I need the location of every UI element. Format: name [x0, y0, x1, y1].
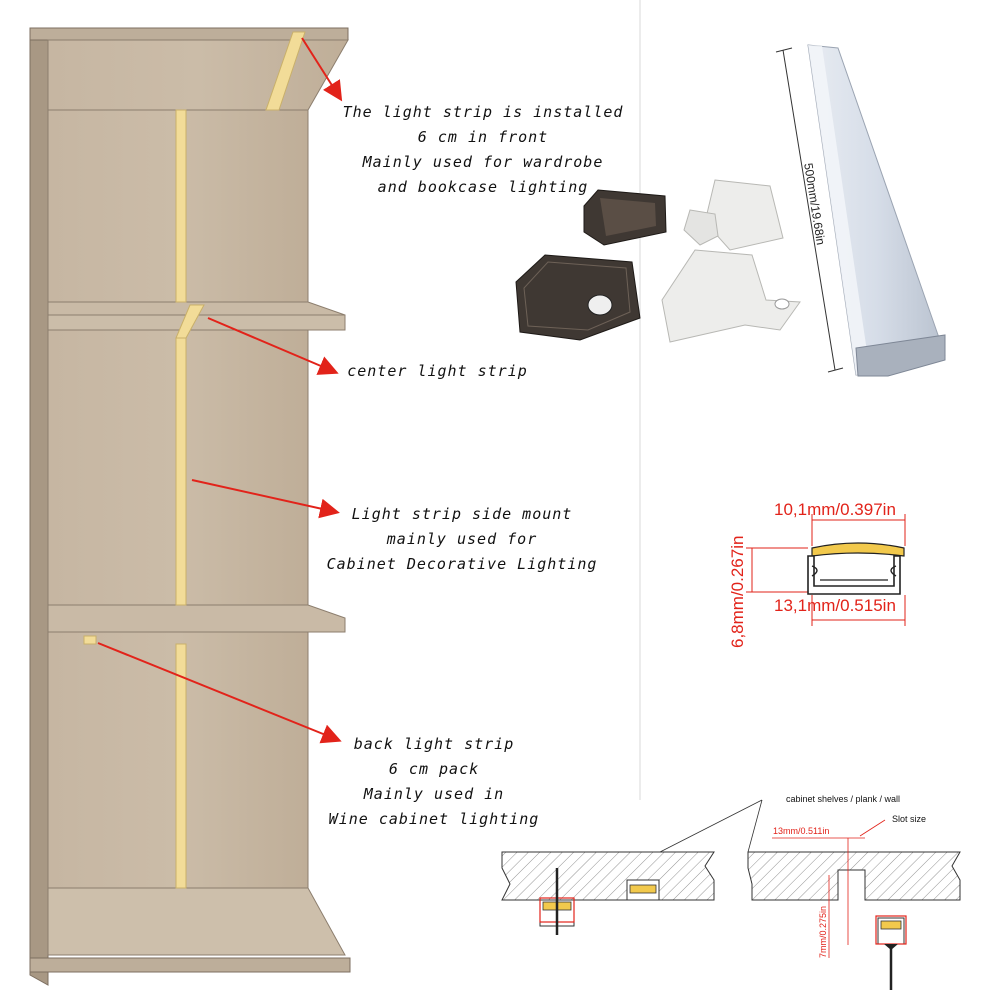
slot-width-label: 13mm/0.511in [773, 826, 830, 836]
cabinet-drawing [29, 27, 351, 986]
aluminum-profile [775, 44, 946, 377]
callout-front: The light strip is installed 6 cm in fro… [338, 100, 628, 200]
callout-side-line-3: Cabinet Decorative Lighting [326, 555, 598, 573]
slot-size-label: Slot size [892, 814, 927, 824]
callout-side: Light strip side mount mainly used for C… [322, 502, 602, 577]
vertical-light-strip-upper [175, 109, 187, 303]
arrow-center [207, 317, 339, 375]
callout-side-line-2: mainly used for [386, 530, 538, 548]
front-light-strip [265, 31, 306, 111]
callout-back-line-2: 6 cm pack [388, 760, 480, 778]
cross-section-drawing [746, 514, 906, 626]
callout-front-line-1: The light strip is installed [342, 103, 624, 121]
callout-side-line-1: Light strip side mount [351, 505, 573, 523]
callout-front-line-3: Mainly used for wardrobe [362, 153, 604, 171]
callout-front-line-2: 6 cm in front [417, 128, 549, 146]
top-width-label: 10,1mm/0.397in [774, 500, 896, 519]
vertical-light-strip-lower [175, 643, 187, 889]
height-label: 6,8mm/0.267in [728, 535, 747, 648]
back-light-strip [83, 635, 97, 645]
install-diagram [501, 799, 961, 990]
arrow-side [191, 479, 340, 519]
arrow-front [301, 37, 343, 102]
mounting-clips [515, 189, 667, 341]
bottom-width-label: 13,1mm/0.515in [774, 596, 896, 615]
callout-back-line-4: Wine cabinet lighting [328, 810, 540, 828]
callout-back-line-3: Mainly used in [363, 785, 505, 803]
callout-front-line-4: and bookcase lighting [377, 178, 589, 196]
side-light-strip [175, 337, 187, 606]
callout-center-line-1: center light strip [347, 362, 528, 380]
callout-center: center light strip [345, 359, 530, 384]
surface-label: cabinet shelves / plank / wall [786, 794, 901, 804]
callout-back-line-1: back light strip [353, 735, 515, 753]
end-caps [661, 179, 801, 343]
slot-depth-label: 7mm/0.275in [818, 905, 828, 958]
arrow-back [97, 642, 342, 744]
callout-back: back light strip 6 cm pack Mainly used i… [322, 732, 546, 832]
